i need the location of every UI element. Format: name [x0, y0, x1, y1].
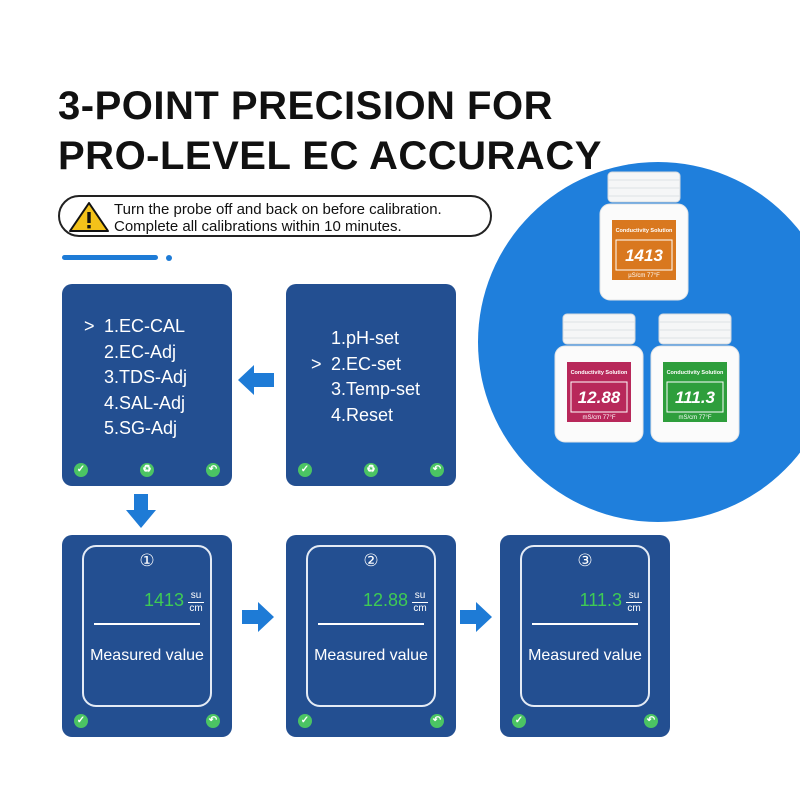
main-menu-panel: 1.pH-set >2.EC-set 3.Temp-set 4.Reset ✓ … [286, 284, 456, 486]
step-3-unit: su cm [626, 591, 642, 614]
main-menu-item[interactable]: 1.pH-set [331, 326, 420, 352]
ec-menu-item[interactable]: 3.TDS-Adj [104, 365, 187, 391]
check-icon[interactable]: ✓ [298, 714, 312, 728]
main-menu-item[interactable]: 3.Temp-set [331, 377, 420, 403]
check-icon[interactable]: ✓ [74, 714, 88, 728]
arrow-left-icon [238, 365, 274, 395]
chevron-right-icon: > [311, 353, 322, 374]
panel-icons: ✓ ♻ ↶ [74, 463, 220, 477]
ec-menu-item-label: 1.EC-CAL [104, 316, 186, 336]
ec-menu-item-label: 5.SG-Adj [104, 418, 178, 438]
main-menu-list: 1.pH-set >2.EC-set 3.Temp-set 4.Reset [311, 326, 420, 429]
bottle-12-88: Conductivity Solution 12.88 mS/cm 77°F [554, 313, 644, 443]
check-icon[interactable]: ✓ [298, 463, 312, 477]
bottle-1-brand: Conductivity Solution [616, 228, 673, 234]
chevron-right-icon: > [84, 316, 95, 336]
unit-top: su [190, 590, 202, 601]
unit-bottom: cm [627, 603, 641, 614]
step-1-unit: su cm [188, 591, 204, 614]
recycle-icon[interactable]: ♻ [364, 463, 378, 477]
step-3-reading: 111.3 [579, 590, 622, 610]
step-1-number: ① [139, 551, 155, 570]
step-3-number: ③ [577, 551, 593, 570]
divider [532, 623, 638, 625]
arrow-right-icon [460, 602, 492, 632]
bottle-2-unit: mS/cm 77°F [582, 415, 615, 421]
panel-icons: ✓ ↶ [74, 714, 220, 728]
calibration-step-2-panel: ② 12.88 su cm Measured value ✓ ↶ [286, 535, 456, 737]
step-1-screen: ① 1413 su cm Measured value [82, 545, 212, 707]
ec-menu-item[interactable]: 4.SAL-Adj [104, 391, 187, 417]
recycle-icon[interactable]: ♻ [140, 463, 154, 477]
bottle-1413: Conductivity Solution 1413 µS/cm 77°F [599, 171, 689, 301]
arrow-right-icon [242, 602, 274, 632]
notice-text: Turn the probe off and back on before ca… [114, 201, 442, 235]
step-2-number: ② [363, 551, 379, 570]
bottle-1-value: 1413 [625, 246, 663, 265]
step-2-screen: ② 12.88 su cm Measured value [306, 545, 436, 707]
main-menu-item[interactable]: >2.EC-set [311, 352, 420, 378]
panel-icons: ✓ ↶ [298, 714, 444, 728]
notice-line-1: Turn the probe off and back on before ca… [114, 201, 442, 218]
unit-bottom: cm [189, 603, 203, 614]
return-icon[interactable]: ↶ [430, 714, 444, 728]
divider [94, 623, 200, 625]
calibration-notice: Turn the probe off and back on before ca… [58, 195, 492, 237]
main-menu-item-label: 1.pH-set [331, 328, 400, 348]
return-icon[interactable]: ↶ [644, 714, 658, 728]
bottle-3-unit: mS/cm 77°F [678, 415, 711, 421]
step-2-unit: su cm [412, 591, 428, 614]
headline-line-2: PRO-LEVEL EC ACCURACY [58, 134, 602, 178]
return-icon[interactable]: ↶ [206, 463, 220, 477]
panel-icons: ✓ ♻ ↶ [298, 463, 444, 477]
ec-menu-item-label: 3.TDS-Adj [104, 367, 188, 387]
main-menu-item[interactable]: 4.Reset [331, 403, 420, 429]
unit-top: su [628, 590, 640, 601]
ec-menu-item[interactable]: 5.SG-Adj [104, 416, 187, 442]
bottle-2-value: 12.88 [578, 388, 621, 407]
headline-line-1: 3-POINT PRECISION FOR [58, 84, 553, 128]
step-2-reading: 12.88 [362, 590, 408, 610]
ec-menu-item-label: 2.EC-Adj [104, 341, 177, 362]
bottle-3-brand: Conductivity Solution [667, 370, 724, 376]
panel-icons: ✓ ↶ [512, 714, 658, 728]
main-menu-item-label: 2.EC-set [331, 353, 402, 374]
notice-line-2: Complete all calibrations within 10 minu… [114, 218, 402, 235]
check-icon[interactable]: ✓ [512, 714, 526, 728]
step-3-label: Measured value [528, 647, 642, 664]
ec-menu-list: >1.EC-CAL 2.EC-Adj 3.TDS-Adj 4.SAL-Adj 5… [84, 314, 187, 442]
warning-icon [69, 202, 109, 232]
step-1-reading: 1413 [143, 590, 184, 610]
calibration-step-3-panel: ③ 111.3 su cm Measured value ✓ ↶ [500, 535, 670, 737]
step-3-screen: ③ 111.3 su cm Measured value [520, 545, 650, 707]
ec-menu-item[interactable]: >1.EC-CAL [84, 314, 187, 340]
step-1-label: Measured value [90, 647, 204, 664]
bottle-3-value: 111.3 [675, 388, 716, 407]
main-menu-item-label: 3.Temp-set [331, 379, 421, 399]
return-icon[interactable]: ↶ [430, 463, 444, 477]
accent-dot [166, 255, 172, 261]
accent-bar [62, 255, 158, 260]
ec-menu-item-label: 4.SAL-Adj [104, 392, 186, 413]
main-menu-item-label: 4.Reset [331, 404, 394, 425]
ec-menu-panel: >1.EC-CAL 2.EC-Adj 3.TDS-Adj 4.SAL-Adj 5… [62, 284, 232, 486]
bottle-2-brand: Conductivity Solution [571, 370, 628, 376]
arrow-down-icon [126, 494, 156, 528]
bottle-111-3: Conductivity Solution 111.3 mS/cm 77°F [650, 313, 740, 443]
bottle-1-unit: µS/cm 77°F [628, 273, 660, 279]
unit-bottom: cm [413, 603, 427, 614]
divider [318, 623, 424, 625]
check-icon[interactable]: ✓ [74, 463, 88, 477]
return-icon[interactable]: ↶ [206, 714, 220, 728]
ec-menu-item[interactable]: 2.EC-Adj [104, 340, 187, 366]
calibration-step-1-panel: ① 1413 su cm Measured value ✓ ↶ [62, 535, 232, 737]
unit-top: su [414, 590, 426, 601]
step-2-label: Measured value [314, 647, 428, 664]
